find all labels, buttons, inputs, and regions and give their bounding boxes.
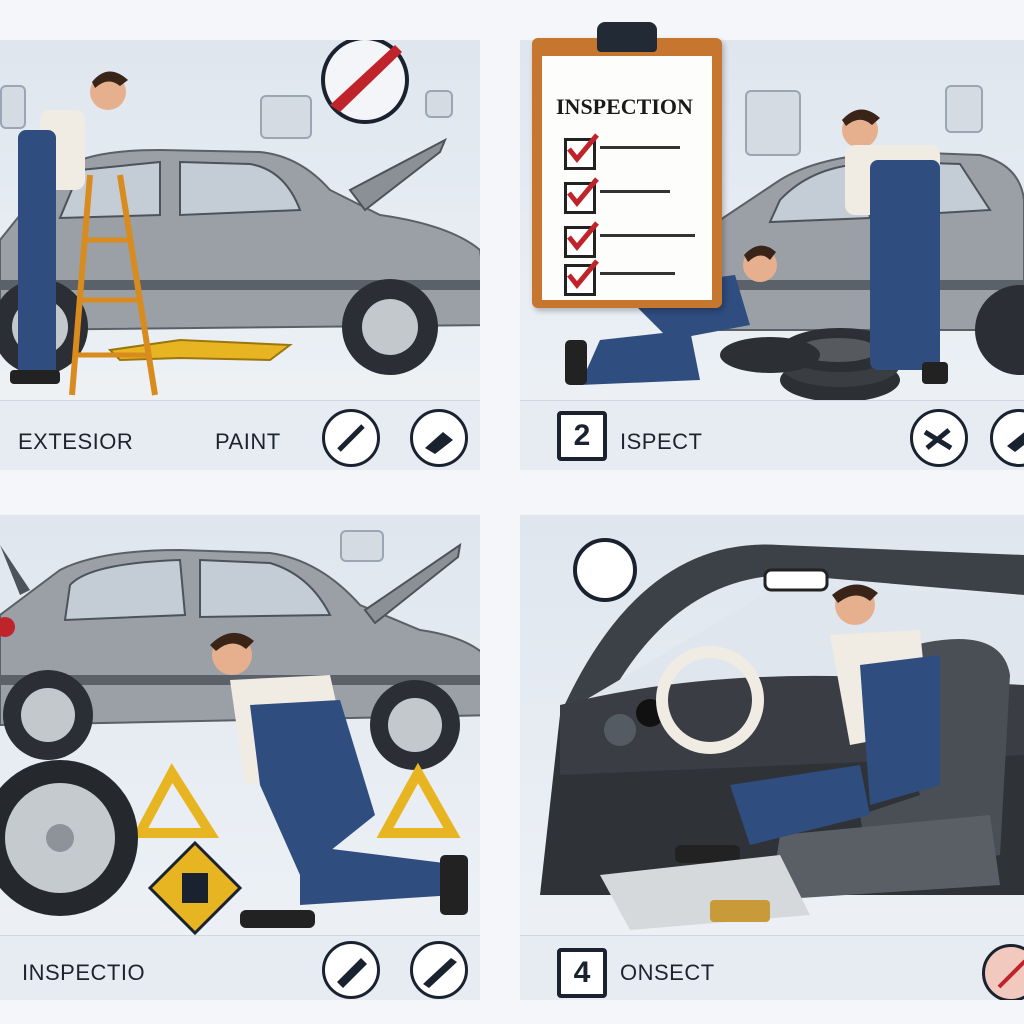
step-label-inspection: INSPECTIO [22, 960, 146, 985]
label-bar: EXTESIOR PAINT [0, 400, 480, 470]
wall-small-icon [425, 90, 453, 118]
label-bar: 4 ONSECT [520, 935, 1024, 1000]
checklist-line [600, 146, 680, 149]
checkbox-checked-icon [564, 221, 599, 258]
spray-tool-icon [410, 409, 468, 467]
checklist-line [600, 190, 670, 193]
step-number-2: 2 [557, 411, 607, 461]
brush-tool-icon [322, 941, 380, 999]
wrench-icon [322, 409, 380, 467]
checkbox-checked-icon [564, 177, 599, 214]
car-hood-open [348, 137, 447, 212]
car-window-front [63, 558, 187, 622]
scraper-tool-icon [410, 941, 468, 999]
step-label-onsect: ONSECT [620, 960, 715, 985]
scissor-jack [107, 338, 293, 362]
jack-stand [376, 762, 461, 838]
checklist-line [600, 272, 675, 275]
rearview-mirror [763, 568, 829, 592]
checklist-line [600, 234, 695, 237]
step-label-paint: PAINT [215, 429, 281, 454]
inspection-scene [0, 542, 480, 936]
wall-panel-icon [340, 530, 384, 562]
wall-panel-icon [745, 90, 801, 156]
clamp-tool-icon [910, 409, 968, 467]
label-bar: INSPECTIO [0, 935, 480, 1000]
wall-left-icon [0, 85, 26, 129]
steering-wheel [656, 646, 764, 754]
clipboard-clip [597, 22, 657, 52]
interior-scene [540, 538, 1024, 930]
air-vent [604, 714, 636, 746]
mechanic-overalls [250, 700, 375, 875]
checkbox-checked-icon [564, 259, 599, 296]
car-trim [0, 280, 480, 290]
panel-inspection: INSPECTIO [0, 515, 480, 1000]
tool-case [710, 900, 770, 922]
car-window-rear [179, 160, 302, 217]
label-bar: 2 ISPECT [520, 400, 1024, 470]
tire-single [720, 337, 820, 373]
magnifier-icon [573, 538, 637, 602]
inspection-clipboard: INSPECTION [532, 22, 722, 308]
clipboard-paper: INSPECTION [542, 56, 712, 300]
standing-mechanic [870, 160, 940, 370]
inspect-scene [565, 109, 1024, 402]
floor [0, 370, 480, 400]
car-hood-open [363, 542, 462, 625]
wall-panel-icon [260, 95, 312, 139]
car-roof-frame [560, 544, 1024, 715]
exterior-scene [0, 40, 480, 396]
step-label-inspect: ISPECT [620, 429, 703, 454]
checkbox-checked-icon [564, 133, 599, 170]
mechanic-overalls [860, 655, 940, 805]
car-wheel [975, 285, 1024, 375]
step-label-exterior: EXTESIOR [18, 429, 134, 454]
wall-switch-icon [945, 85, 983, 133]
panel-exterior: EXTESIOR PAINT [0, 40, 480, 470]
panel-interior: 4 ONSECT [520, 515, 1024, 1000]
step-number-4: 4 [557, 948, 607, 998]
jack-stand [131, 763, 220, 838]
clipboard-title: INSPECTION [556, 94, 693, 119]
mechanic-overalls [18, 130, 56, 380]
gauge-tool-icon [990, 409, 1024, 467]
scalpel-tool-icon [982, 944, 1024, 1000]
